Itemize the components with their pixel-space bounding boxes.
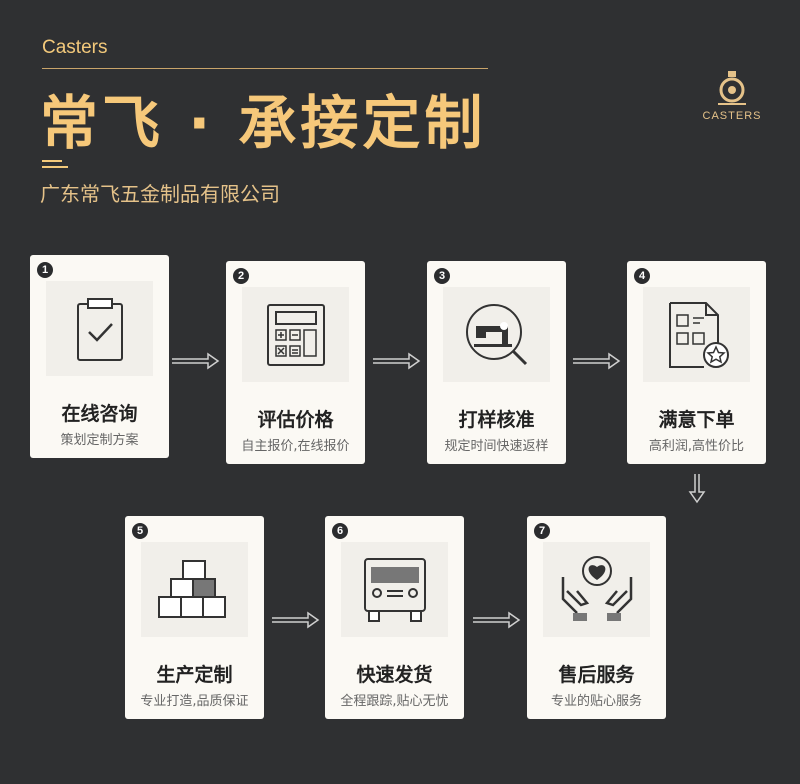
hands-heart-icon bbox=[561, 555, 632, 621]
step-subtitle: 专业的贴心服务 bbox=[550, 694, 642, 709]
right-arrow-icon bbox=[172, 352, 220, 370]
step-number: 4 bbox=[634, 268, 650, 284]
company-name: 广东常飞五金制品有限公司 bbox=[40, 182, 280, 206]
step-number: 7 bbox=[534, 523, 550, 539]
step-title: 打样核准 bbox=[458, 409, 535, 431]
step-title: 在线咨询 bbox=[61, 403, 138, 425]
sewing-machine-icon bbox=[465, 303, 527, 365]
step-number: 1 bbox=[37, 262, 53, 278]
brand-logo: CASTERS bbox=[700, 70, 764, 122]
step-subtitle: 规定时间快速返样 bbox=[444, 439, 549, 454]
clipboard-check-icon bbox=[76, 297, 123, 361]
step-subtitle: 自主报价,在线报价 bbox=[241, 439, 350, 454]
down-arrow-icon bbox=[688, 474, 706, 504]
step-card-3: 3 打样核准 规定时间快速返样 bbox=[427, 261, 566, 464]
step-subtitle: 策划定制方案 bbox=[60, 433, 139, 448]
step-subtitle: 全程跟踪,贴心无忧 bbox=[340, 694, 449, 709]
document-star-icon bbox=[668, 301, 729, 368]
header-divider bbox=[42, 68, 488, 69]
step-number: 3 bbox=[434, 268, 450, 284]
step-title: 评估价格 bbox=[257, 409, 334, 431]
logo-text: CASTERS bbox=[702, 110, 762, 122]
step-card-5: 5 生产定制 专业打造,品质保证 bbox=[125, 516, 264, 719]
step-card-4: 4 满意下单 高利润,高性价比 bbox=[627, 261, 766, 464]
brand-english-label: Casters bbox=[42, 37, 108, 58]
step-card-6: 6 快速发货 全程跟踪,贴心无忧 bbox=[325, 516, 464, 719]
boxes-icon bbox=[157, 559, 226, 618]
step-subtitle: 高利润,高性价比 bbox=[648, 439, 745, 454]
decorative-dash bbox=[42, 160, 62, 162]
step-card-2: 2 评估价格 自主报价,在线报价 bbox=[226, 261, 365, 464]
step-number: 5 bbox=[132, 523, 148, 539]
step-card-1: 1 在线咨询 策划定制方案 bbox=[30, 255, 169, 458]
right-arrow-icon bbox=[573, 352, 621, 370]
step-number: 6 bbox=[332, 523, 348, 539]
right-arrow-icon bbox=[373, 352, 421, 370]
truck-icon bbox=[363, 557, 426, 622]
step-title: 满意下单 bbox=[658, 409, 735, 431]
decorative-dash bbox=[42, 166, 68, 168]
step-card-7: 7 售后服务 专业的贴心服务 bbox=[527, 516, 666, 719]
calculator-icon bbox=[266, 303, 325, 366]
page-title: 常飞 · 承接定制 bbox=[40, 89, 487, 157]
step-title: 售后服务 bbox=[558, 664, 635, 686]
step-number: 2 bbox=[233, 268, 249, 284]
caster-wheel-icon bbox=[718, 71, 746, 105]
right-arrow-icon bbox=[473, 611, 521, 629]
step-title: 生产定制 bbox=[156, 664, 233, 686]
step-subtitle: 专业打造,品质保证 bbox=[140, 694, 249, 709]
step-title: 快速发货 bbox=[356, 664, 433, 686]
right-arrow-icon bbox=[272, 611, 320, 629]
